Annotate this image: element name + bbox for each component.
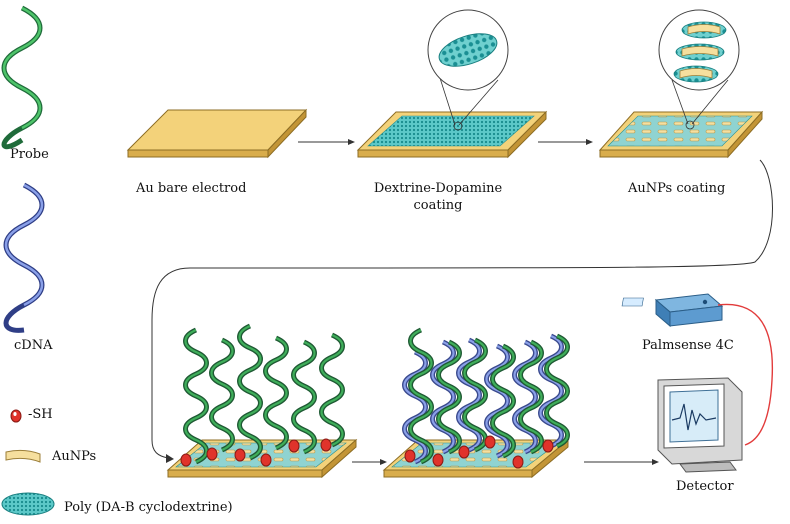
bare-electrode-plate (126, 108, 308, 159)
detector-computer-icon (657, 377, 743, 473)
bare-electrode-label: Au bare electrod (136, 181, 247, 196)
thiol-marker (234, 448, 246, 462)
probe-helix (408, 327, 434, 465)
probe-helix (183, 327, 209, 465)
arrow-3 (352, 459, 387, 465)
probe-helix-icon (1, 5, 43, 150)
cdna-helix (484, 343, 510, 459)
aunps-legend-label: AuNPs (52, 449, 97, 464)
probe-helices (183, 323, 345, 465)
poly-ellipse-icon (1, 492, 55, 516)
arrow-4 (584, 459, 659, 465)
device-cable (717, 303, 774, 446)
hybridized-helices (402, 327, 570, 465)
thiol-marker (542, 439, 554, 453)
probe-helix (263, 335, 289, 451)
poly-legend-label: Poly (DA-B cyclodextrine) (64, 500, 233, 515)
thiol-marker (458, 445, 470, 459)
probe-helix (209, 337, 235, 453)
thiol-marker (180, 453, 192, 467)
cdna-helix (402, 349, 428, 465)
probe-helix (436, 339, 462, 455)
thiol-marker (404, 449, 416, 463)
detector-label: Detector (676, 479, 734, 494)
arrow-2 (538, 139, 593, 145)
thiol-marker (484, 435, 496, 449)
aunps-zoom-callout (658, 9, 740, 130)
cdna-helix (538, 333, 564, 449)
probe-helix (237, 323, 263, 461)
thiol-marker (206, 447, 218, 461)
sh-label: -SH (28, 407, 53, 422)
palmsense-device-icon (621, 293, 724, 328)
thiol-marker (512, 455, 524, 469)
probe-helix (319, 332, 345, 448)
thiol-marker (288, 439, 300, 453)
thiol-marker (432, 453, 444, 467)
cdna-label: cDNA (14, 338, 53, 353)
dextrine-label-line1: Dextrine-Dopamine (373, 181, 503, 196)
aunps-coated-plate (598, 110, 764, 159)
aunps-coating-label: AuNPs coating (628, 181, 726, 196)
probe-helix (518, 339, 544, 455)
probe-helix (462, 337, 488, 453)
thiol-markers-b (404, 435, 554, 469)
cdna-helix (512, 339, 538, 455)
thiol-marker (260, 453, 272, 467)
palmsense-label: Palmsense 4C (642, 338, 734, 353)
probe-helix (291, 339, 317, 455)
probe-immobilized-plate (166, 438, 358, 479)
cdna-helix (456, 337, 482, 453)
cdna-helix (430, 339, 456, 455)
probe-helix (544, 333, 570, 449)
dextrine-zoom-callout (427, 9, 509, 131)
probe-label: Probe (10, 147, 49, 162)
thiol-marker (320, 438, 332, 452)
dextrine-label-line2: coating (413, 198, 463, 213)
aunp-rod-icon (5, 449, 41, 463)
thiol-markers-a (180, 438, 332, 467)
flow-curve-arrow (151, 159, 773, 463)
arrow-1 (298, 139, 355, 145)
cdna-helix-icon (3, 182, 45, 333)
thiol-icon (10, 409, 22, 423)
dextrine-coated-plate (356, 110, 548, 159)
probe-helix (490, 343, 516, 459)
